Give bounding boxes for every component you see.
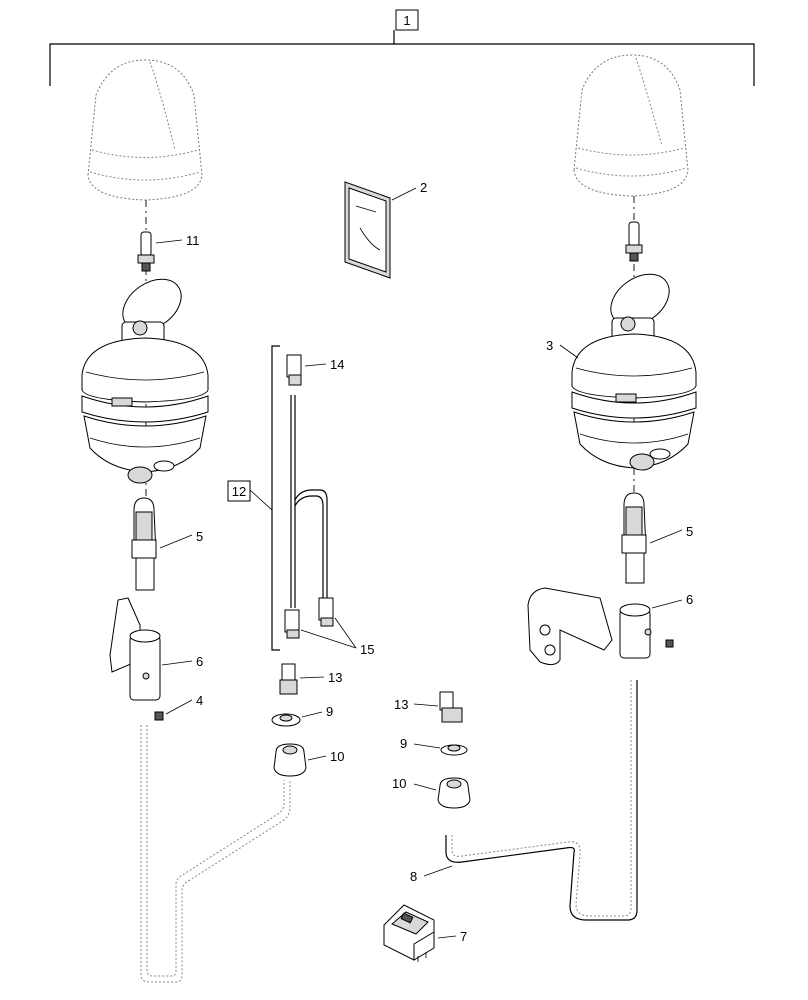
callout-10b: 10 xyxy=(392,776,406,791)
left-bracket: 6 xyxy=(109,597,203,701)
clip-9b: 9 xyxy=(400,736,468,756)
callout-4: 4 xyxy=(196,693,203,708)
callout-5a: 5 xyxy=(196,529,203,544)
left-bulb: 11 xyxy=(137,231,200,272)
callout-1: 1 xyxy=(403,13,410,28)
right-bracket: 6 xyxy=(527,587,693,666)
left-beacon-body xyxy=(81,278,209,484)
rocker-switch: 7 xyxy=(383,904,467,962)
callout-2: 2 xyxy=(420,180,427,195)
right-beacon-lens xyxy=(573,54,689,197)
assembly-bracket: 1 xyxy=(49,9,755,86)
decal-label: 2 xyxy=(344,180,427,279)
callout-14: 14 xyxy=(330,357,344,372)
callout-12: 12 xyxy=(232,484,246,499)
callout-13b: 13 xyxy=(394,697,408,712)
callout-6b: 6 xyxy=(686,592,693,607)
right-beacon-body: 3 xyxy=(546,273,697,471)
callout-3: 3 xyxy=(546,338,553,353)
callout-7: 7 xyxy=(460,929,467,944)
callout-9b: 9 xyxy=(400,736,407,751)
grommet-10b: 10 xyxy=(392,776,471,809)
callout-9a: 9 xyxy=(326,704,333,719)
harness-connector-13a: 13 xyxy=(279,663,342,695)
callout-13a: 13 xyxy=(328,670,342,685)
right-mount-post: 5 xyxy=(621,492,693,584)
callout-8: 8 xyxy=(410,869,417,884)
right-cable xyxy=(451,680,632,917)
clip-9a: 9 xyxy=(271,704,333,727)
callout-10a: 10 xyxy=(330,749,344,764)
callout-11: 11 xyxy=(186,233,200,248)
grommet-10a: 10 xyxy=(273,743,344,777)
left-beacon-lens xyxy=(87,59,203,201)
wire-harness: 12 14 15 xyxy=(227,345,374,657)
left-cable xyxy=(140,725,291,983)
left-mount-post: 5 xyxy=(131,497,203,591)
right-bulb xyxy=(625,221,643,262)
callout-15: 15 xyxy=(360,642,374,657)
callout-5b: 5 xyxy=(686,524,693,539)
left-screw: 4 xyxy=(154,693,203,721)
callout-6a: 6 xyxy=(196,654,203,669)
connector-13b: 13 xyxy=(394,691,463,723)
callout-box-12 xyxy=(227,480,251,502)
callout-box-1 xyxy=(395,9,419,31)
